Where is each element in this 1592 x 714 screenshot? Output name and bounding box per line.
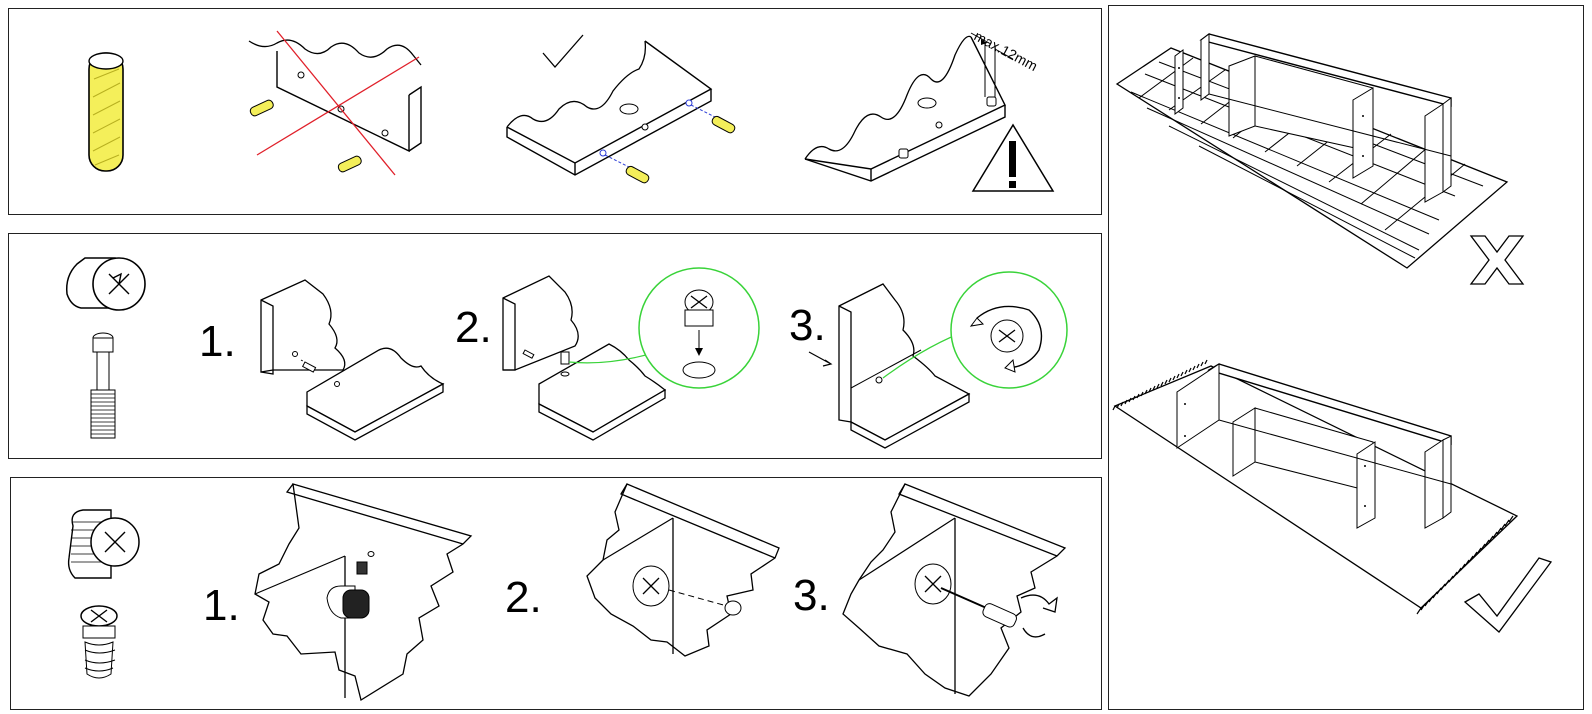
screw-step-3-label: 3. [793,571,830,620]
screw-step-2-label: 2. [505,573,542,622]
wrong-dowel-placement [248,30,422,176]
screw-step-3-drawing [842,483,1067,697]
cam-step-1-drawing [260,279,445,441]
warning-triangle-icon [971,123,1055,192]
cabinet-frame-correct [1176,363,1452,529]
cam-step-1-label: 1. [199,317,236,366]
screw-step-2-drawing [586,483,780,657]
cabinet-frame-wrong [1174,33,1452,203]
panel-cam-screw-assembly: 1. 2. 3. [10,477,1102,710]
screw-insert-icon [80,605,118,679]
check-mark-large-icon [1463,557,1553,633]
max-depth-label: max.12mm [972,28,1041,75]
dowel-icon [88,52,124,172]
check-mark-icon [542,34,584,68]
panel-dowel-insertion: max.12mm [8,8,1102,215]
correct-dowel-placement [506,40,736,184]
panel-cam-lock-assembly: 1. 2. 3. [8,233,1102,459]
cam-lock-icon [65,257,146,311]
cam-housing-icon [67,509,140,579]
magnifier-circle-2 [638,267,760,389]
cam-step-3-drawing [808,271,1068,449]
cam-bolt-icon [90,332,116,439]
screw-step-1-drawing [254,483,473,702]
cross-mark-icon [1469,235,1525,285]
panel-assemble-on-soft-surface [1108,5,1584,710]
screwdriver-icon [940,587,1058,638]
cam-step-2-drawing [502,267,760,441]
soft-mat-correct [1112,359,1519,615]
cam-step-2-label: 2. [455,303,492,352]
cam-step-3-label: 3. [789,301,826,350]
screw-step-1-label: 1. [203,581,240,630]
